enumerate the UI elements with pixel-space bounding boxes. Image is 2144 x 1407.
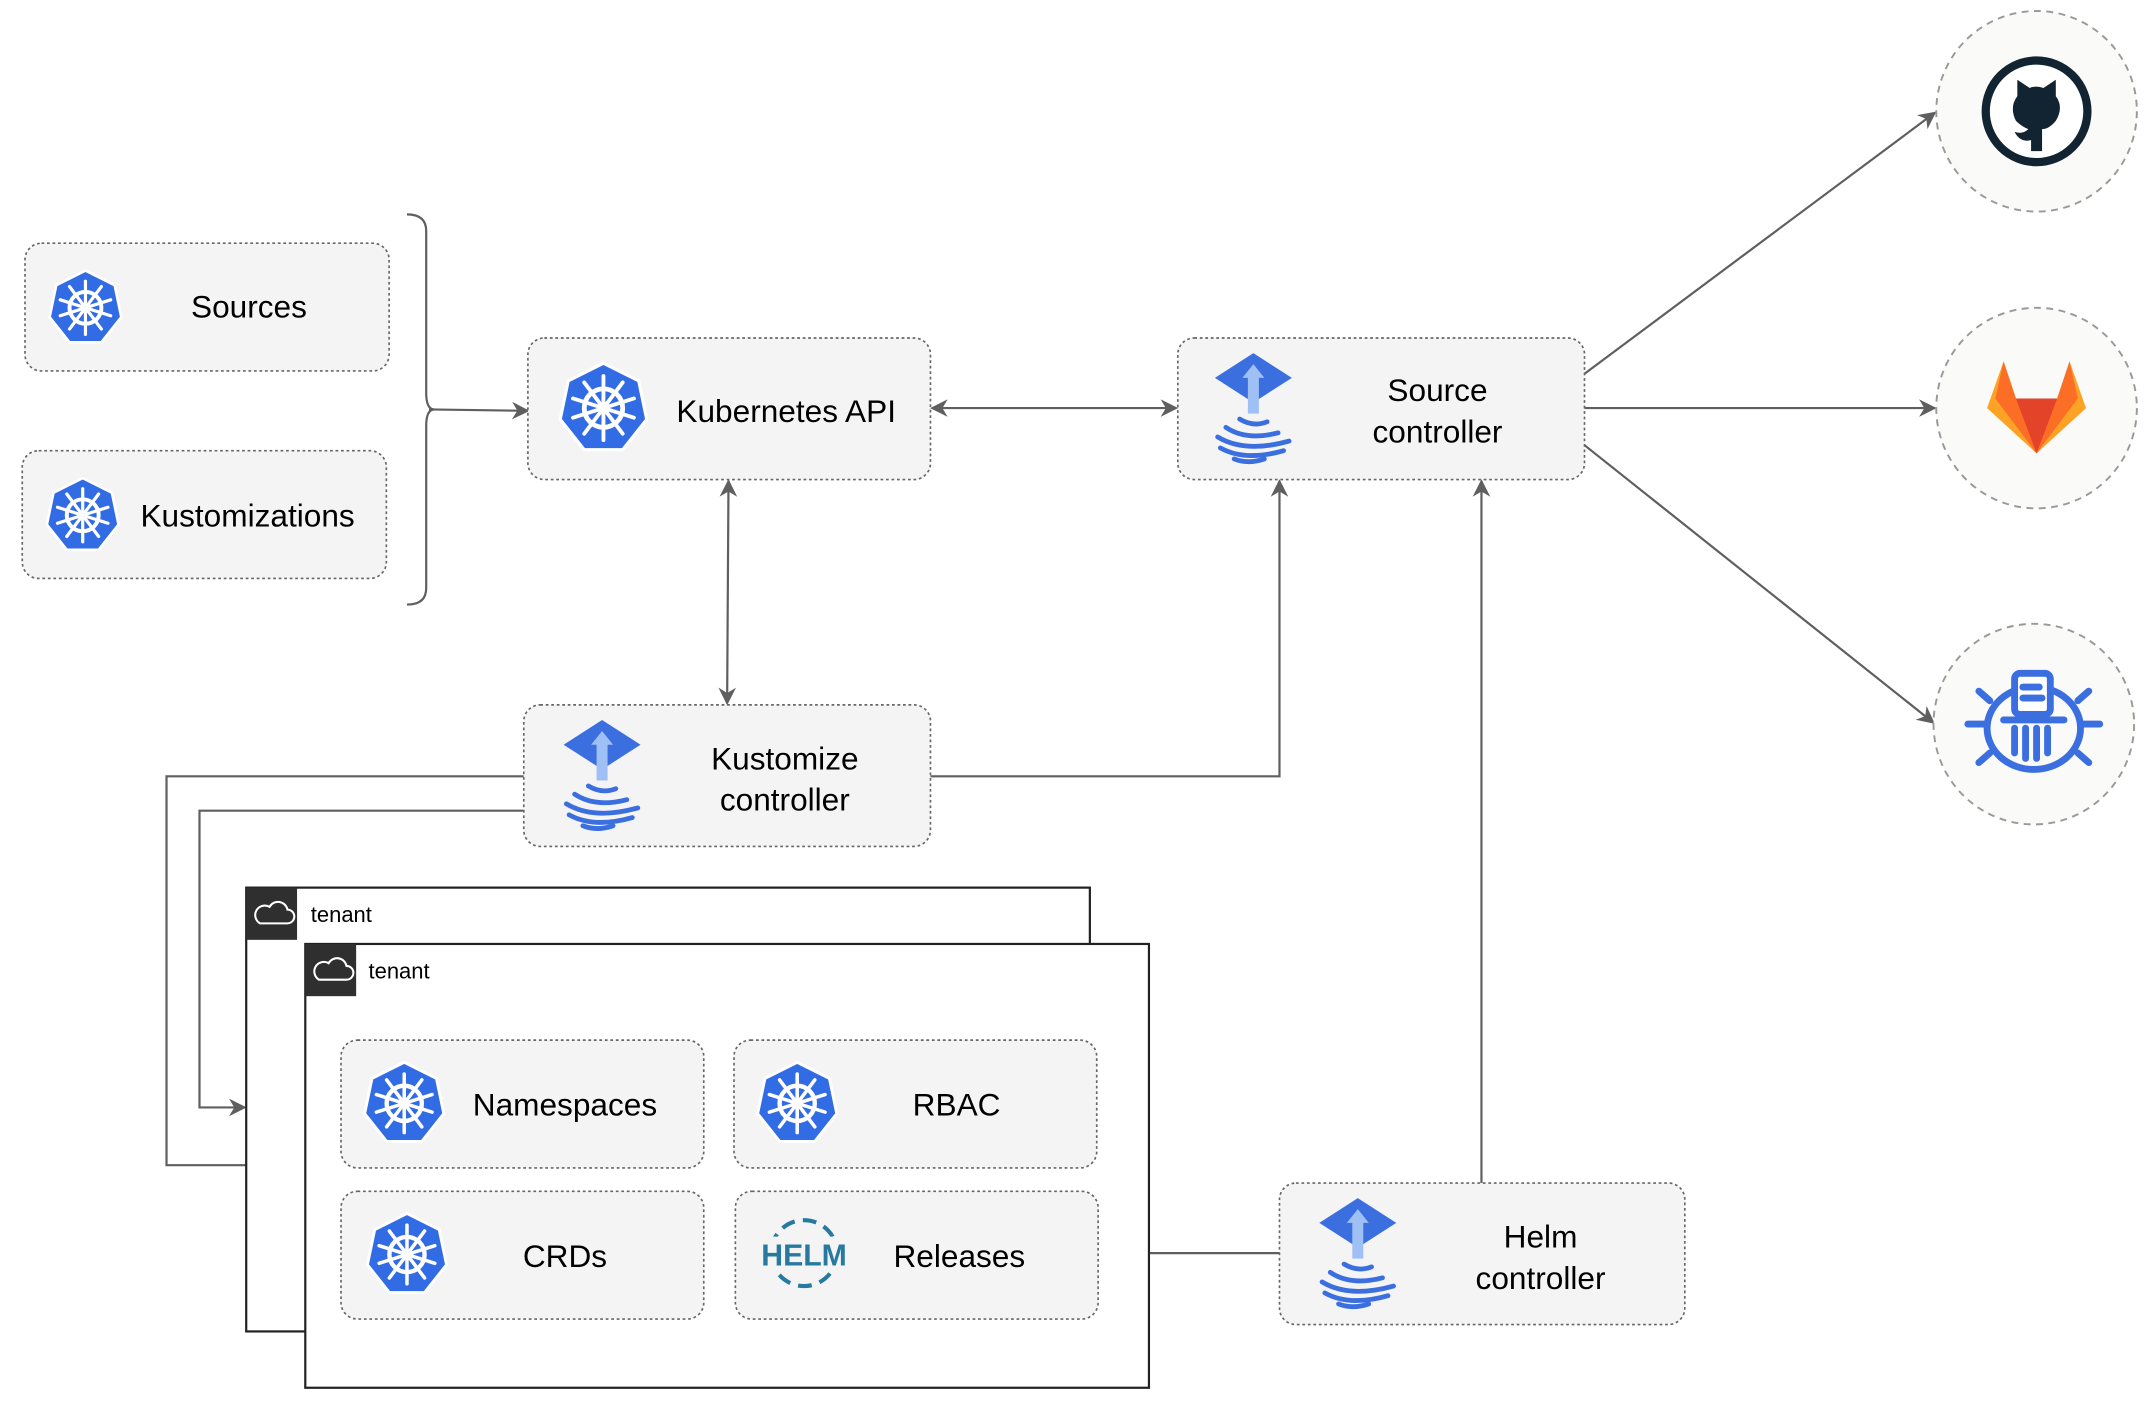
cloud-icon <box>313 957 355 981</box>
edge-kustomize-to-tenant-front <box>165 775 524 1174</box>
source-controller-label-line1: Source <box>1387 372 1487 408</box>
node-namespaces[interactable]: Namespaces <box>340 1039 705 1169</box>
gitlab-icon <box>1987 361 2087 454</box>
cloud-icon-bg <box>305 943 357 997</box>
namespaces-label: Namespaces <box>473 1087 657 1123</box>
helm-controller-label-line1: Helm <box>1504 1219 1578 1255</box>
crds-label: CRDs <box>523 1238 607 1274</box>
github-icon <box>1981 56 2092 167</box>
tenant-label: tenant <box>369 958 430 983</box>
node-kubernetes-api[interactable]: Kubernetes API <box>527 337 932 481</box>
node-kustomizations[interactable]: Kustomizations <box>21 449 388 580</box>
edge-kustomize-to-tenant-back <box>198 809 524 1117</box>
helm-logo-text: HELM <box>761 1239 847 1272</box>
cloud-icon <box>254 900 296 925</box>
node-rbac[interactable]: RBAC <box>733 1039 1098 1169</box>
edge-kustomize-to-source <box>930 479 1289 778</box>
source-controller-label-line2: controller <box>1373 413 1503 449</box>
kustomize-controller-label-line1: Kustomize <box>711 740 858 776</box>
edge-source-to-github <box>1583 111 1937 375</box>
edge-inputs-to-api <box>428 401 530 420</box>
cloud-icon-bg <box>246 887 298 940</box>
node-source-controller[interactable]: Source controller <box>1176 337 1586 481</box>
source-github[interactable] <box>1935 10 2138 213</box>
source-bucket[interactable] <box>1932 622 2136 826</box>
kustomizations-label: Kustomizations <box>140 497 354 533</box>
edge-source-to-bucket <box>1583 444 1935 724</box>
sources-label: Sources <box>191 288 307 324</box>
helm-icon: HELM <box>761 1218 847 1289</box>
edge-api-kustomize-controller <box>718 479 738 706</box>
node-helm-controller[interactable]: Helm controller <box>1278 1182 1686 1326</box>
kustomize-controller-label-line2: controller <box>720 782 850 818</box>
node-sources[interactable]: Sources <box>24 242 390 372</box>
rbac-label: RBAC <box>913 1087 1001 1123</box>
edges <box>165 111 1937 1262</box>
releases-label: Releases <box>893 1238 1025 1274</box>
kubernetes-api-label: Kubernetes API <box>676 393 896 429</box>
tenant-front: tenant Namespaces RBAC CRDs HELM Release… <box>304 942 1151 1389</box>
source-gitlab[interactable] <box>1935 306 2138 510</box>
node-releases[interactable]: HELM Releases <box>734 1190 1099 1320</box>
node-crds[interactable]: CRDs <box>340 1190 705 1320</box>
tenant-label: tenant <box>311 902 372 927</box>
helm-controller-label-line2: controller <box>1476 1260 1606 1296</box>
bucket-icon <box>1964 669 2104 773</box>
node-kustomize-controller[interactable]: Kustomize controller <box>522 704 932 848</box>
